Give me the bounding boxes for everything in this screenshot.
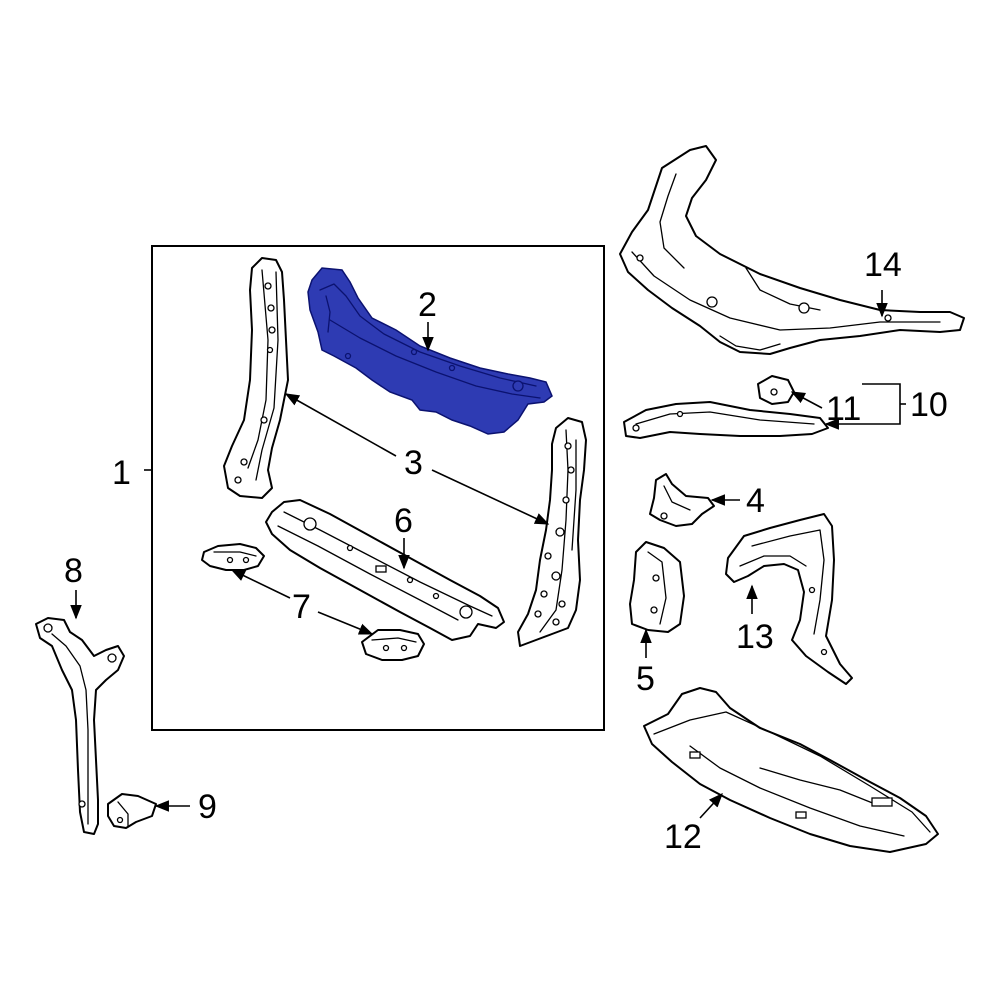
part-3-left-support[interactable] bbox=[223, 257, 289, 499]
callout-14: 14 bbox=[864, 246, 902, 284]
assembly-box bbox=[151, 245, 605, 731]
callout-7: 7 bbox=[292, 588, 311, 626]
callout-labels: 1 2 3 6 7 8 9 14 11 10 4 5 13 12 bbox=[64, 246, 948, 856]
callout-8: 8 bbox=[64, 552, 83, 590]
callout-6: 6 bbox=[394, 502, 413, 540]
part-8-side-stay[interactable] bbox=[35, 617, 125, 835]
callout-13: 13 bbox=[736, 618, 774, 656]
part-10-lock-support[interactable] bbox=[623, 401, 829, 439]
part-7-bracket-upper[interactable] bbox=[201, 543, 265, 571]
leader-lines bbox=[70, 290, 906, 819]
part-7-bracket-lower[interactable] bbox=[361, 629, 425, 661]
part-14-upper-cover[interactable] bbox=[619, 145, 965, 355]
callout-9: 9 bbox=[198, 788, 217, 826]
part-11-bracket[interactable] bbox=[757, 375, 795, 405]
callout-2: 2 bbox=[418, 286, 437, 324]
part-6-lower-tie-bar[interactable] bbox=[265, 499, 505, 641]
callout-1: 1 bbox=[112, 454, 131, 492]
callout-3: 3 bbox=[404, 444, 423, 482]
callout-12: 12 bbox=[664, 818, 702, 856]
part-9-bracket[interactable] bbox=[107, 793, 157, 829]
callout-5: 5 bbox=[636, 660, 655, 698]
part-13-air-guide[interactable] bbox=[725, 513, 853, 685]
part-4-bracket[interactable] bbox=[649, 473, 715, 527]
part-5-bracket[interactable] bbox=[629, 541, 685, 633]
callout-11: 11 bbox=[826, 390, 861, 428]
part-3-right-support[interactable] bbox=[517, 417, 587, 647]
callout-10: 10 bbox=[910, 386, 948, 424]
callout-4: 4 bbox=[746, 482, 765, 520]
